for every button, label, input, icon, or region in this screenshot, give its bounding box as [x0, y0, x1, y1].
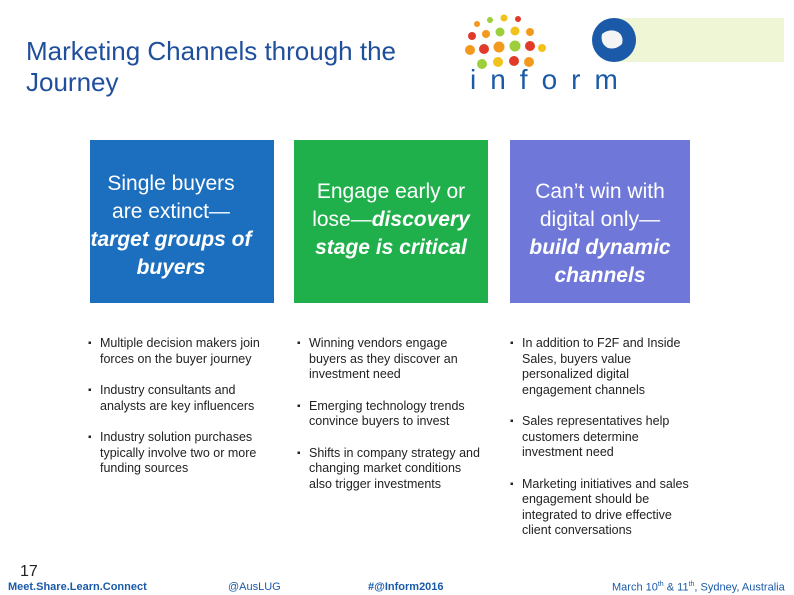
bullet-item: In addition to F2F and Inside Sales, buy… [510, 336, 695, 398]
bullet-item: Sales representatives help customers det… [510, 414, 695, 461]
bullet-item: Multiple decision makers join forces on … [88, 336, 278, 367]
bullet-item: Shifts in company strategy and changing … [297, 446, 487, 493]
footer-hashtag: #@Inform2016 [368, 581, 444, 593]
bullet-item: Marketing initiatives and sales engageme… [510, 477, 695, 539]
bullet-item: Emerging technology trends convince buye… [297, 399, 487, 430]
globe-icon [592, 18, 636, 62]
bullet-list-column-3: In addition to F2F and Inside Sales, buy… [510, 336, 695, 555]
bullet-list-column-2: Winning vendors engage buyers as they di… [297, 336, 487, 508]
bullet-item: Winning vendors engage buyers as they di… [297, 336, 487, 383]
slide-title: Marketing Channels through the Journey [26, 36, 397, 97]
header-plain-text: Single buyers are extinct— [107, 172, 235, 223]
bullet-item: Industry solution purchases typically in… [88, 430, 278, 477]
date-part: & 11 [663, 581, 689, 594]
date-part: March 10 [612, 581, 658, 594]
header-emphasis-text: stage is critical [315, 236, 467, 259]
header-emphasis-inline: discovery [371, 208, 470, 231]
bullet-item: Industry consultants and analysts are ke… [88, 383, 278, 414]
footer-handle: @AusLUG [228, 581, 281, 593]
logo-dots [465, 14, 546, 69]
header-plain-text: Can’t win with digital only— [535, 180, 665, 231]
header-emphasis-text: target groups of buyers [90, 228, 252, 279]
page-number: 17 [20, 563, 38, 580]
logo-banner [612, 18, 784, 62]
bullet-list-column-1: Multiple decision makers join forces on … [88, 336, 278, 493]
date-suffix: th [688, 581, 695, 588]
brand-wordmark: inform [470, 64, 632, 95]
header-line: Engage early or lose—discovery [312, 178, 470, 234]
footer-date: March 10th & 11th, Sydney, Australia [612, 581, 785, 594]
column-header-single-buyers: Single buyers are extinct— target groups… [90, 140, 274, 303]
inform-logo [465, 14, 784, 69]
date-suffix: th [657, 581, 664, 588]
footer-tagline: Meet.Share.Learn.Connect [8, 581, 147, 593]
header-emphasis-text: build dynamic channels [529, 236, 671, 287]
column-header-engage-early: Engage early or lose—discovery stage is … [294, 140, 488, 303]
header-plain-text: Engage early or lose— [312, 180, 466, 231]
date-part: , Sydney, Australia [694, 581, 785, 594]
column-header-digital-only: Can’t win with digital only— build dynam… [510, 140, 690, 303]
